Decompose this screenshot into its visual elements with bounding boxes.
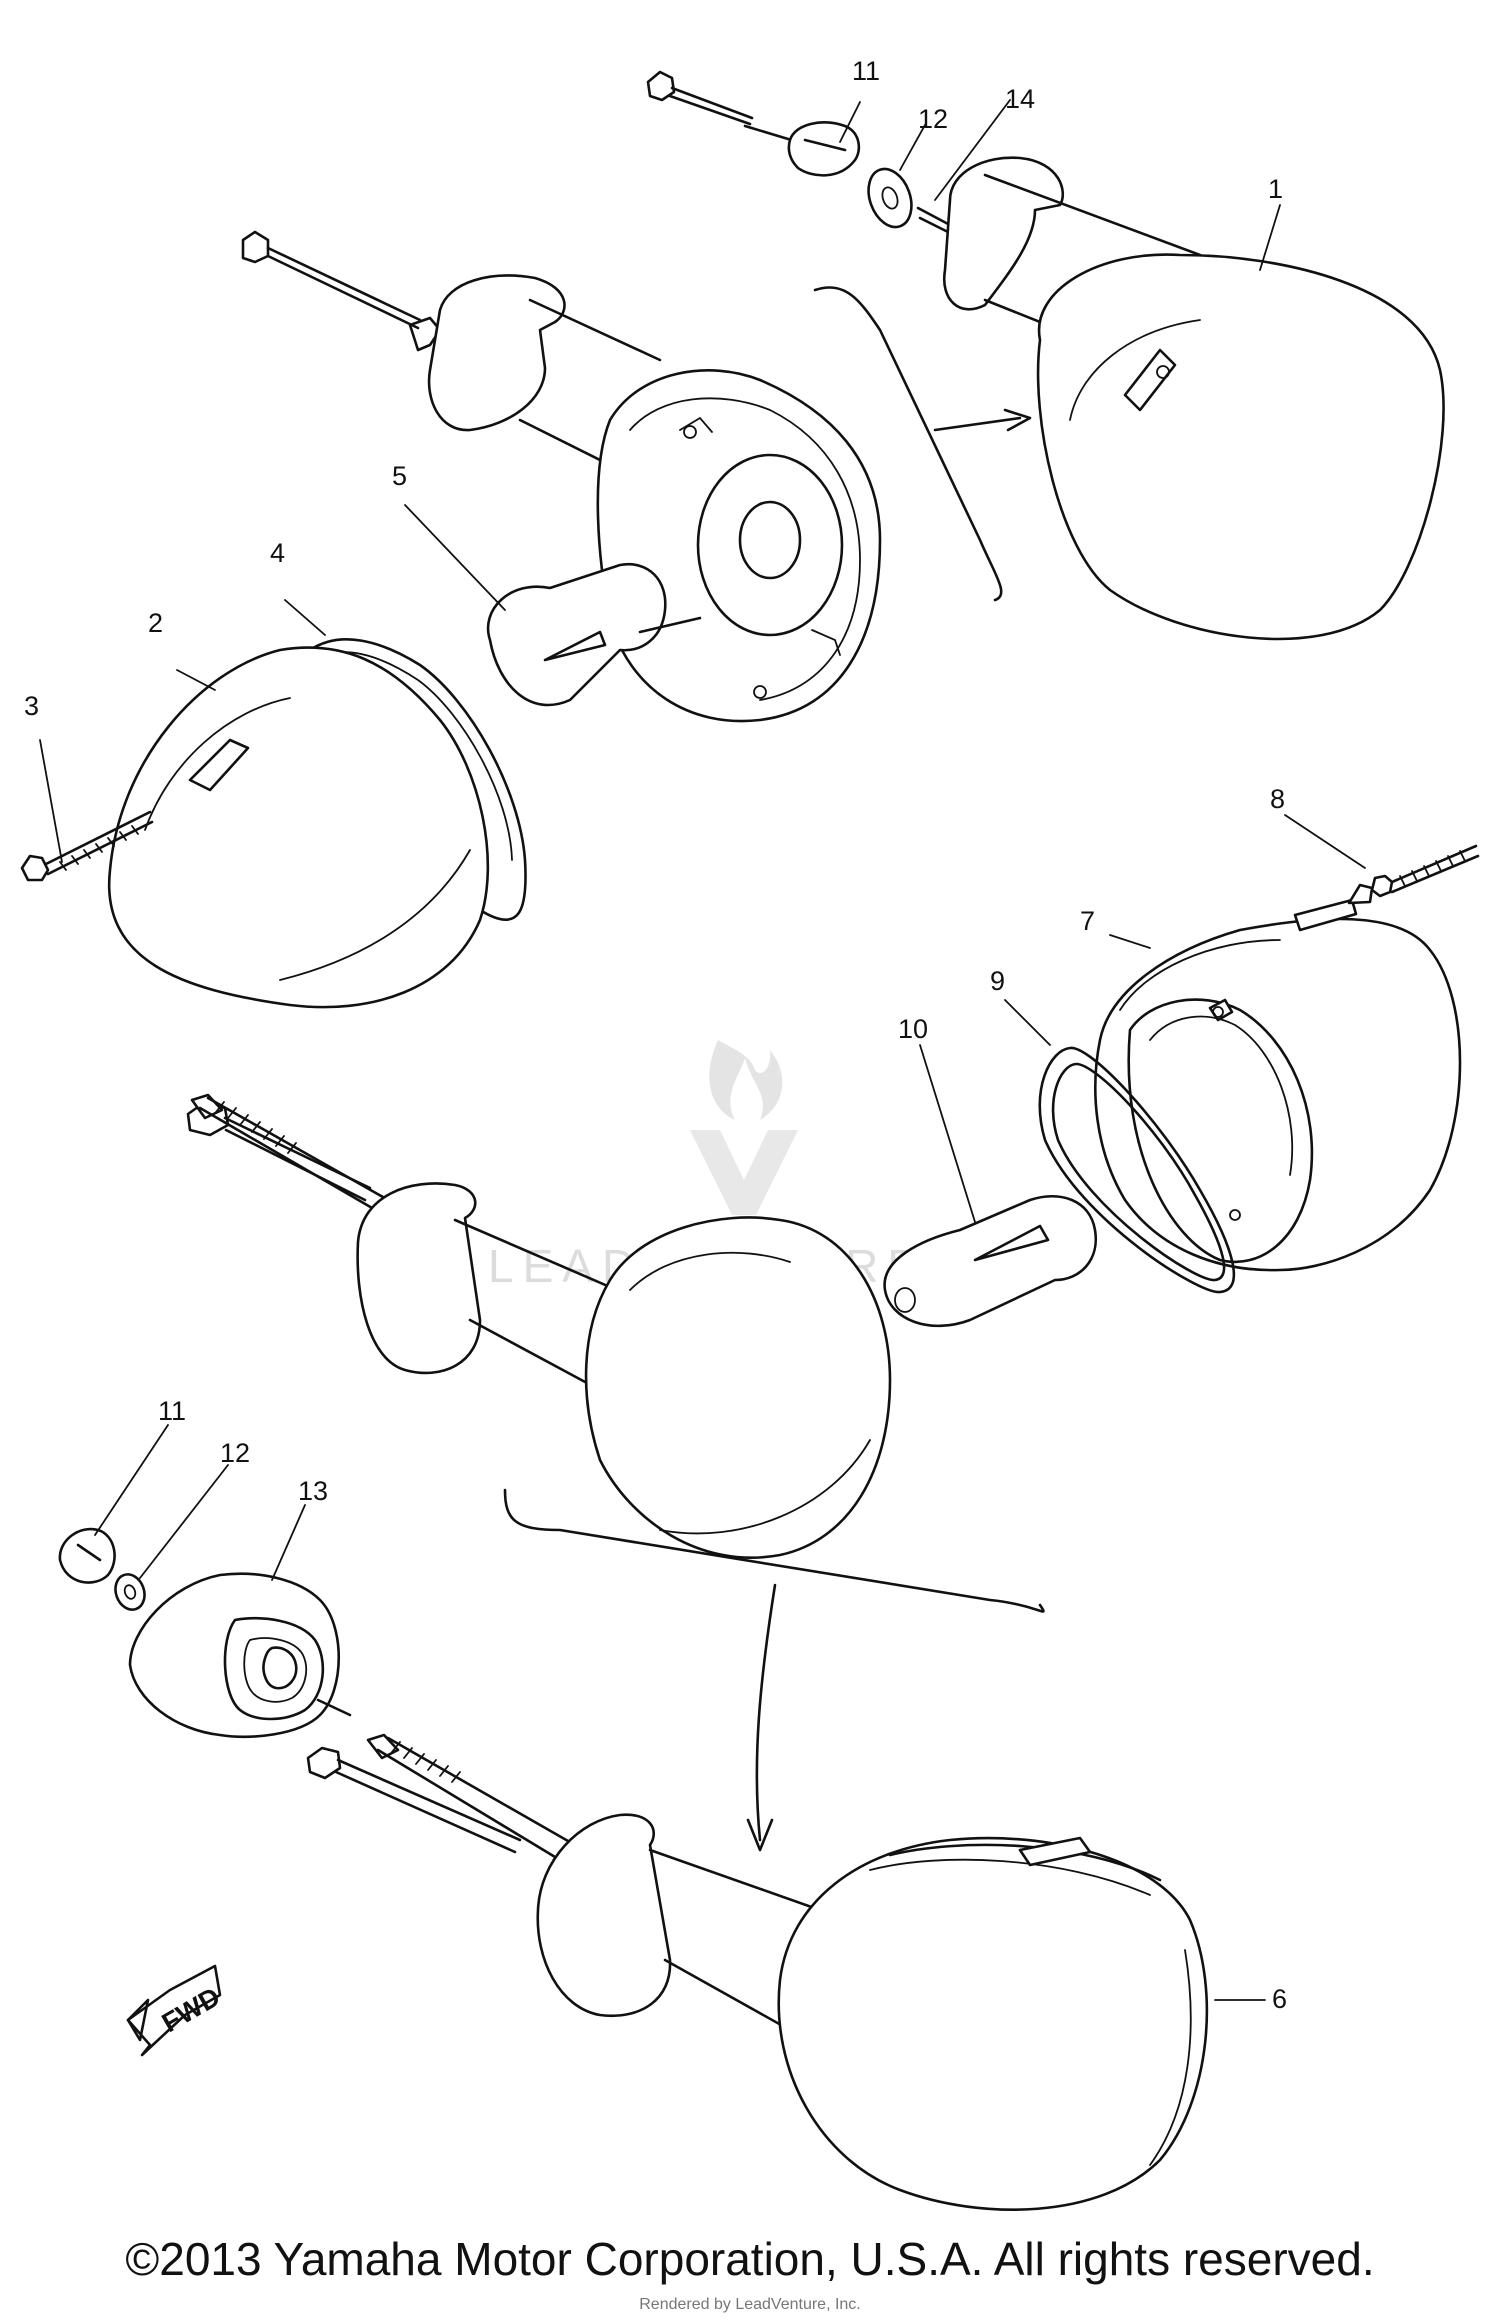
fwd-arrow-icon: FWD	[126, 1964, 225, 2057]
bulb-10	[883, 1195, 1098, 1328]
screw-8-head	[1370, 874, 1394, 898]
screw-3-head	[20, 854, 50, 882]
washer-12-top	[867, 167, 913, 229]
callout-numbers: 1 2 3 4 5 6 7 8 9 10 11 12 14 11 12 13	[24, 56, 1287, 2014]
callout-7: 7	[1080, 906, 1095, 936]
nut-11-bottom	[58, 1527, 116, 1584]
group-bracket-top	[813, 286, 1032, 602]
callout-4: 4	[270, 538, 285, 568]
collar-upper-left	[427, 274, 566, 432]
callout-8: 8	[1270, 784, 1285, 814]
callout-12-bottom: 12	[220, 1438, 250, 1468]
callout-5: 5	[392, 461, 407, 491]
lens-2	[107, 646, 490, 1009]
bulb-5	[486, 562, 667, 707]
collar-middle	[356, 1182, 482, 1375]
callout-6: 6	[1272, 1984, 1287, 2014]
callout-3: 3	[24, 691, 39, 721]
leader-lines	[39, 99, 1366, 2001]
callout-9: 9	[990, 966, 1005, 996]
callout-13: 13	[298, 1476, 328, 1506]
callout-12-top: 12	[918, 104, 948, 134]
middle-left-housing	[186, 1093, 892, 1559]
lens-6	[777, 1836, 1209, 2211]
rendered-by-credit: Rendered by LeadVenture, Inc.	[639, 2296, 861, 2313]
callout-11-top: 11	[852, 56, 880, 86]
bulb-socket	[696, 453, 844, 637]
collar-bottom	[536, 1813, 672, 2018]
group-bracket-middle	[503, 1488, 1045, 1852]
upper-right-turn-signal	[646, 70, 1445, 641]
cushion-13	[128, 1572, 341, 1739]
callout-10: 10	[898, 1014, 928, 1044]
lens-7	[1094, 917, 1462, 1272]
washer-12-bottom	[114, 1573, 146, 1611]
callout-2: 2	[148, 608, 163, 638]
housing-middle	[584, 1216, 892, 1559]
middle-right-lens-group	[883, 844, 1480, 1328]
upper-left-turn-signal	[20, 230, 882, 1009]
callout-14: 14	[1005, 84, 1035, 114]
copyright-notice: ©2013 Yamaha Motor Corporation, U.S.A. A…	[125, 2233, 1375, 2285]
bottom-turn-signal	[58, 1527, 1209, 2211]
lens-1	[1036, 253, 1445, 641]
nut-11-top	[787, 121, 861, 177]
collar-top-right	[942, 156, 1065, 311]
callout-1: 1	[1268, 174, 1283, 204]
callout-11-bottom: 11	[158, 1396, 186, 1426]
gasket-9	[1038, 1046, 1236, 1294]
